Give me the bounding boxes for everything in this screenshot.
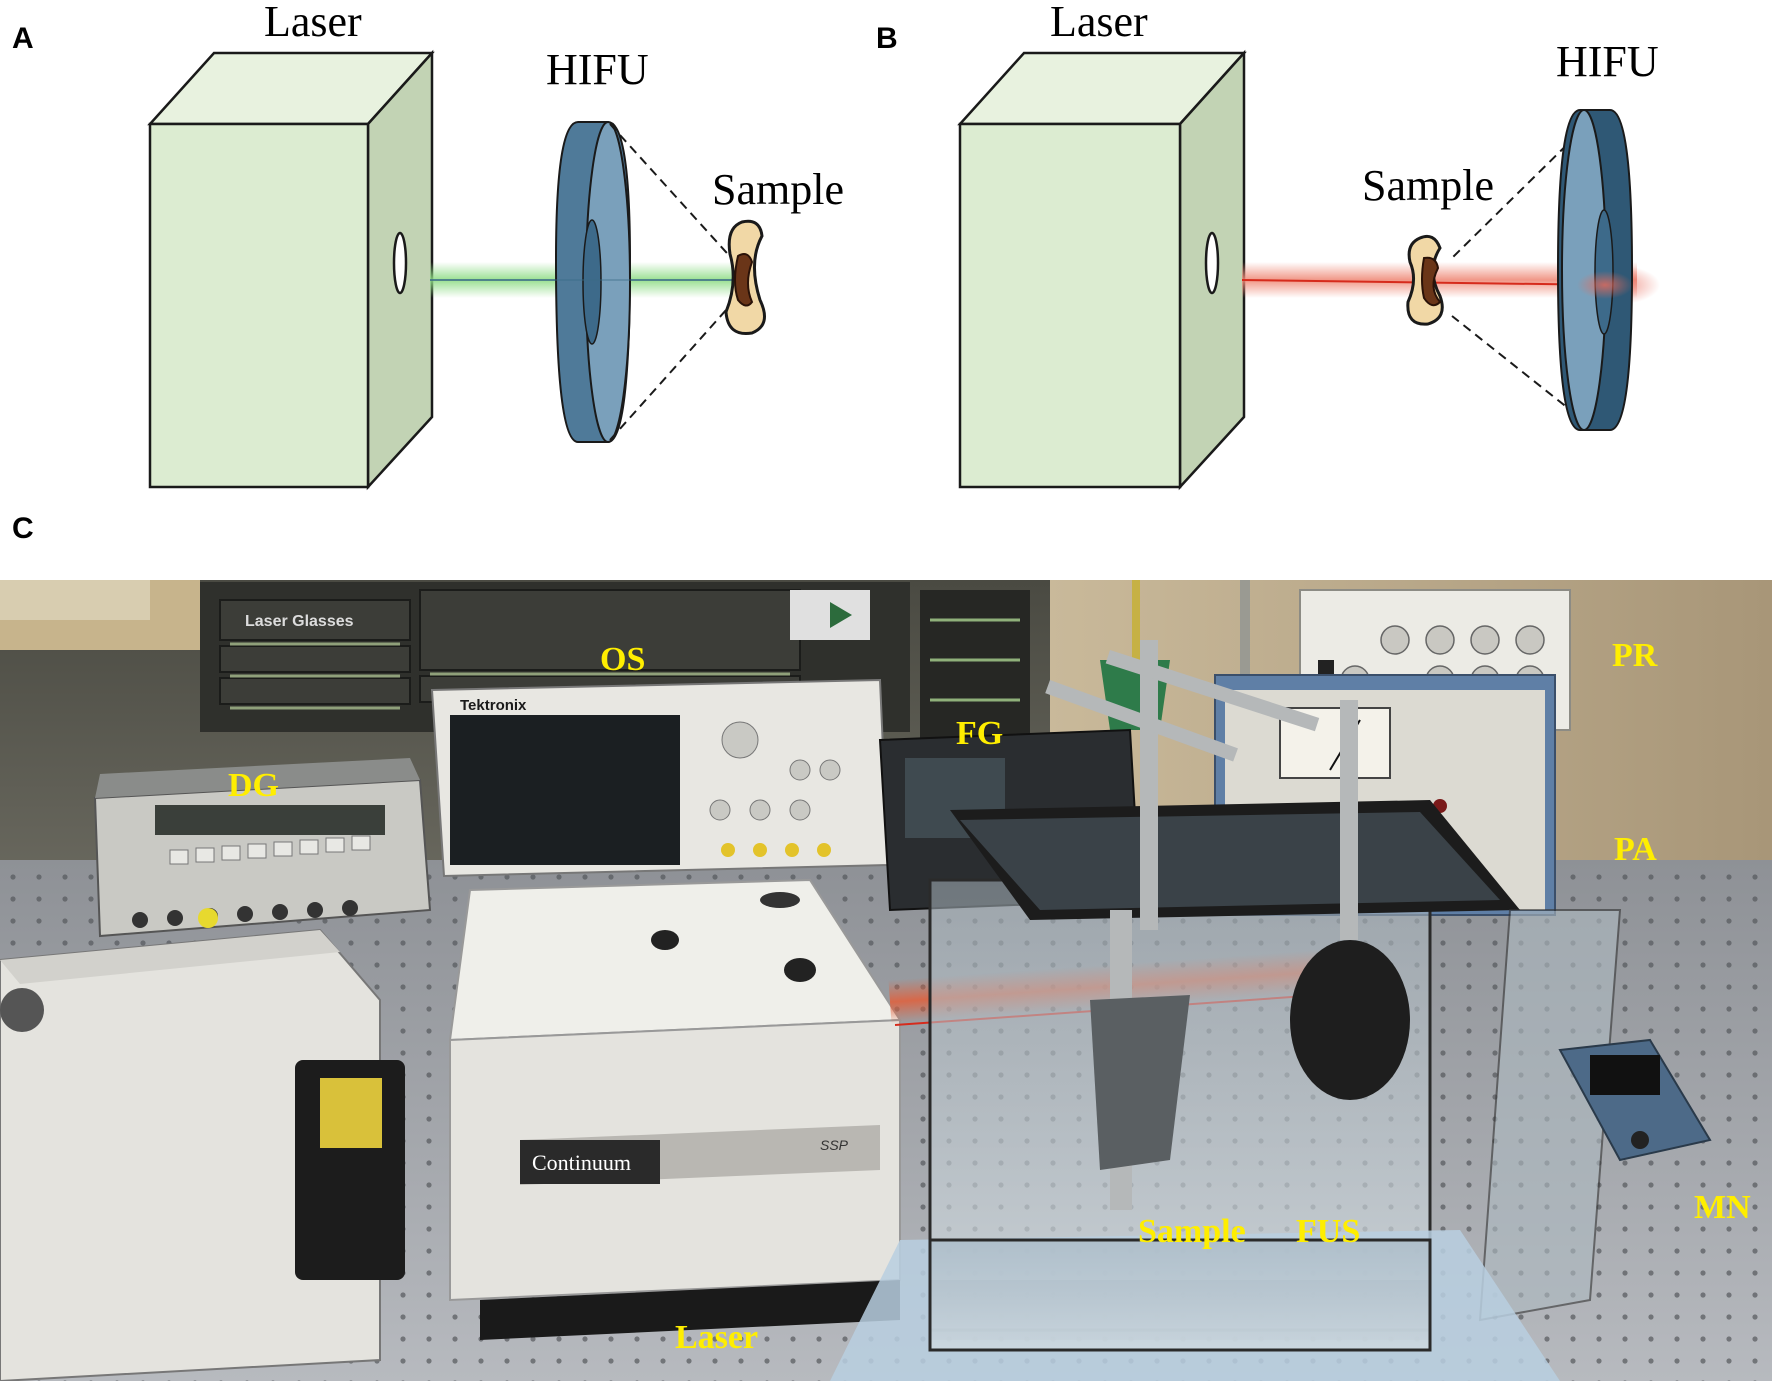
panel-b-diagram: [957, 49, 1660, 491]
laser-brand: Continuum: [532, 1150, 631, 1175]
oscilloscope: Tektronix: [430, 678, 890, 878]
laser-model: SSP: [820, 1137, 849, 1153]
delay-generator: [93, 758, 432, 938]
panel-a-diagram: [147, 49, 766, 491]
label-mn: MN: [1694, 1189, 1751, 1226]
laser-label-a: Laser: [264, 0, 362, 46]
label-pa: PA: [1614, 831, 1657, 868]
scope-brand: Tektronix: [460, 697, 527, 714]
hifu-transducer-b: [1556, 109, 1634, 431]
schematic-diagrams: [147, 49, 1660, 491]
label-os: OS: [600, 641, 645, 678]
label-sample: Sample: [1138, 1213, 1246, 1250]
sample-label-b: Sample: [1362, 161, 1494, 210]
hifu-label-b: HIFU: [1556, 37, 1659, 86]
label-fus: FUS: [1296, 1213, 1360, 1250]
label-dg: DG: [228, 767, 279, 804]
setup-photograph: Laser Glasses: [0, 580, 1772, 1381]
laser-head-left: [0, 928, 405, 1381]
laser-box-a: [147, 49, 435, 491]
cabinet-label: Laser Glasses: [245, 613, 354, 630]
label-fg: FG: [956, 715, 1003, 752]
panel-b-letter: B: [876, 22, 898, 55]
panel-c-letter: C: [12, 512, 34, 545]
sample-a: [724, 219, 766, 336]
label-pr: PR: [1612, 637, 1658, 674]
hifu-transducer-a: [554, 121, 632, 443]
hifu-label-a: HIFU: [546, 45, 649, 94]
laser-box-b: [957, 49, 1247, 491]
continuum-laser: Continuum SSP: [448, 878, 902, 1340]
sample-b: [1406, 234, 1444, 326]
label-laser: Laser: [675, 1319, 758, 1356]
panel-a-letter: A: [12, 22, 34, 55]
laser-label-b: Laser: [1050, 0, 1148, 46]
matching-network: [1558, 1038, 1712, 1162]
sample-label-a: Sample: [712, 165, 844, 214]
